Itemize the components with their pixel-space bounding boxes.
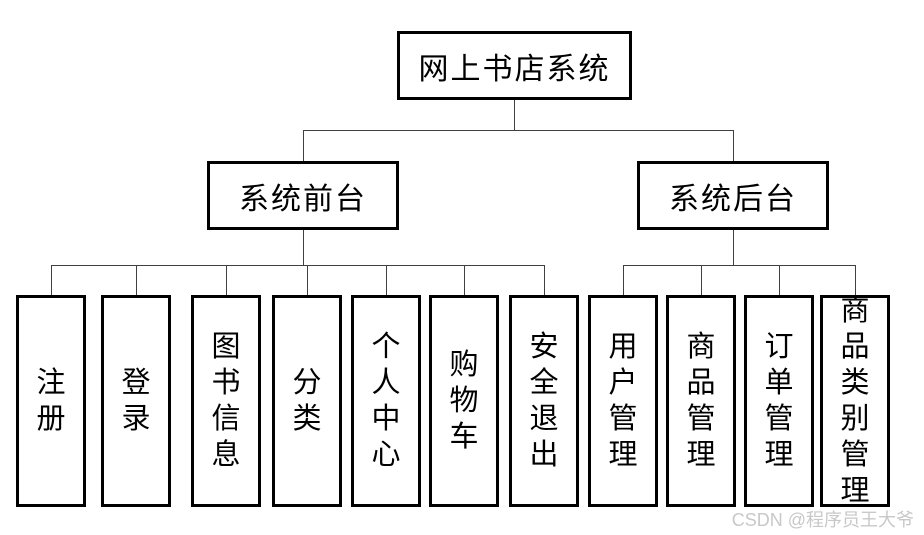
leaf-login-label: 登录: [121, 367, 151, 435]
node-backend: 系统后台: [637, 161, 829, 230]
leaf-category-label: 分类: [292, 367, 322, 435]
node-root: 网上书店系统: [397, 31, 632, 100]
connector-frontend-stem: [303, 230, 304, 265]
leaf-personal-center: 个人中心: [351, 295, 421, 507]
connector-drop-frontend: [303, 130, 304, 161]
node-frontend: 系统前台: [207, 161, 399, 230]
connector-drop-product-category-management: [855, 265, 856, 295]
leaf-product-management-label: 商品管理: [686, 331, 716, 471]
connector-level1-rail: [303, 130, 734, 131]
connector-drop-user-management: [623, 265, 624, 295]
leaf-product-management: 商品管理: [666, 295, 736, 507]
connector-root-stem: [514, 100, 515, 130]
leaf-category: 分类: [272, 295, 342, 507]
leaf-user-management: 用户管理: [588, 295, 658, 507]
connector-backend-rail: [623, 265, 856, 266]
connector-drop-category: [307, 265, 308, 295]
leaf-shopping-cart-label: 购物车: [449, 349, 479, 453]
leaf-safe-logout-label: 安全退出: [529, 331, 559, 471]
csdn-watermark: CSDN @程序员王大爷: [731, 510, 914, 530]
node-backend-label: 系统后台: [669, 182, 797, 216]
connector-drop-register: [51, 265, 52, 295]
leaf-order-management-label: 订单管理: [764, 331, 794, 471]
leaf-register: 注册: [16, 295, 86, 507]
connector-drop-product-management: [701, 265, 702, 295]
leaf-register-label: 注册: [36, 367, 66, 435]
connector-drop-safe-logout: [544, 265, 545, 295]
leaf-shopping-cart: 购物车: [429, 295, 499, 507]
leaf-personal-center-label: 个人中心: [371, 331, 401, 471]
connector-frontend-rail: [51, 265, 545, 266]
leaf-book-info-label: 图书信息: [211, 331, 241, 471]
connector-drop-order-management: [779, 265, 780, 295]
connector-drop-personal-center: [386, 265, 387, 295]
connector-drop-shopping-cart: [464, 265, 465, 295]
leaf-login: 登录: [101, 295, 171, 507]
connector-drop-login: [136, 265, 137, 295]
node-root-label: 网上书店系统: [418, 52, 611, 86]
leaf-book-info: 图书信息: [191, 295, 261, 507]
leaf-product-category-management: 商品类别管理: [820, 295, 890, 507]
connector-drop-book-info: [226, 265, 227, 295]
leaf-user-management-label: 用户管理: [608, 331, 638, 471]
leaf-order-management: 订单管理: [744, 295, 814, 507]
node-frontend-label: 系统前台: [239, 182, 367, 216]
connector-drop-backend: [733, 130, 734, 161]
leaf-product-category-management-label: 商品类别管理: [840, 295, 870, 507]
leaf-safe-logout: 安全退出: [509, 295, 579, 507]
connector-backend-stem: [733, 230, 734, 265]
